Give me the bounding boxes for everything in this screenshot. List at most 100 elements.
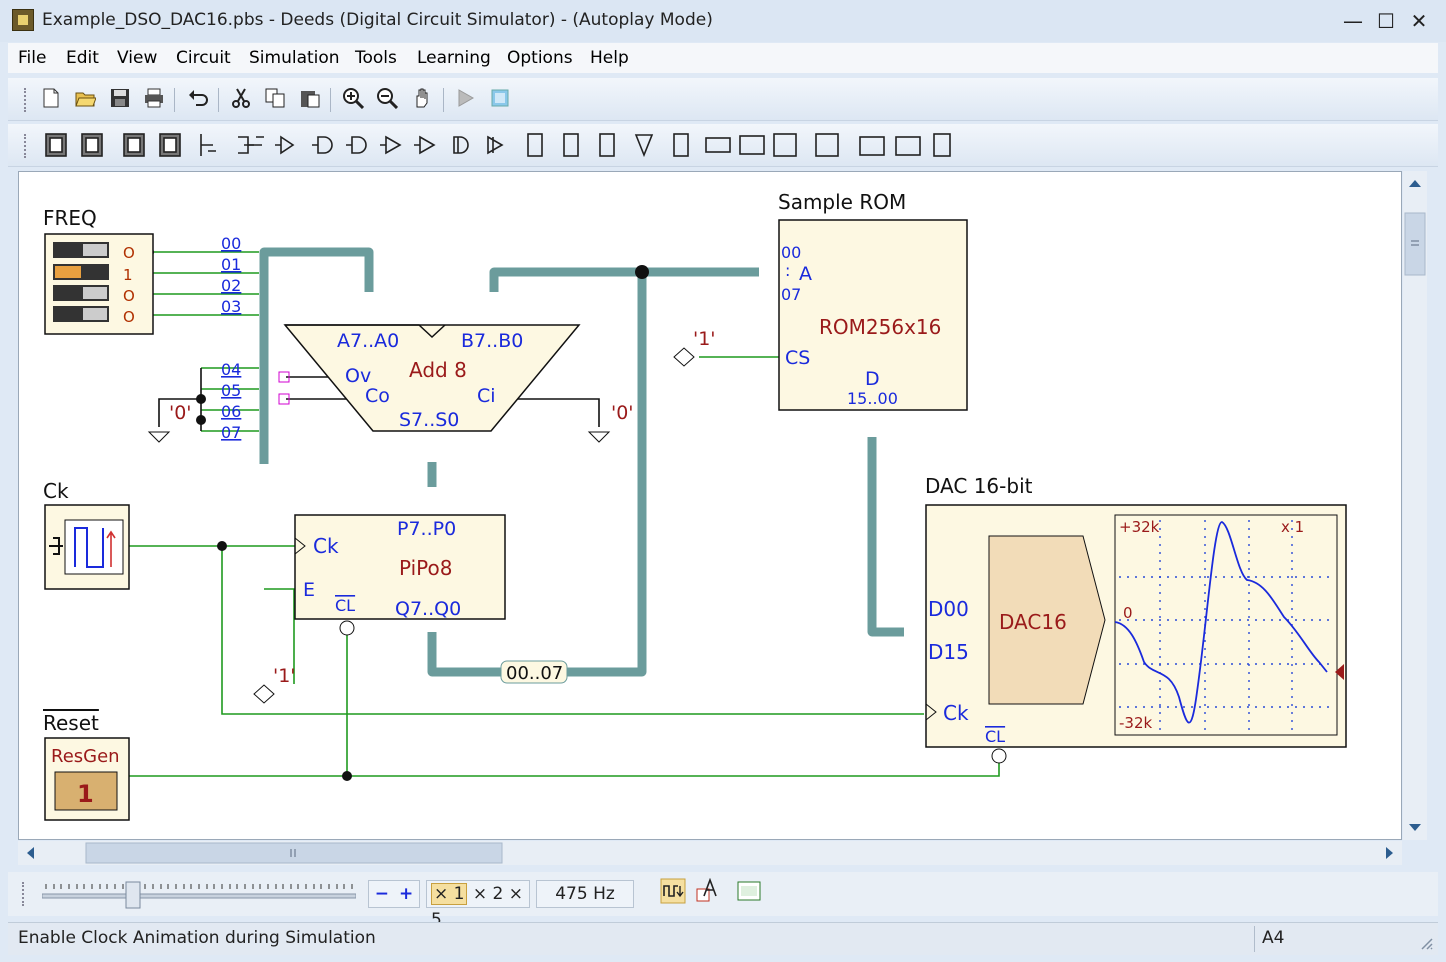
- toolbar-grip[interactable]: [24, 88, 30, 112]
- toolbar-grip[interactable]: [22, 882, 28, 906]
- vertical-scrollbar[interactable]: [1403, 171, 1427, 840]
- component-icons-strip[interactable]: [38, 131, 988, 159]
- bus-label-box: [500, 660, 568, 684]
- dip-switches[interactable]: [53, 242, 109, 322]
- vertical-scrollbar-graphics: [1404, 180, 1426, 831]
- svg-text:CL: CL: [985, 727, 1005, 746]
- ground-symbol: [147, 431, 171, 443]
- unconnected-pin: [278, 393, 290, 405]
- svg-text:15..00: 15..00: [847, 389, 898, 408]
- speed-x1-button[interactable]: × 1: [431, 883, 468, 905]
- unconnected-pin: [278, 371, 290, 383]
- maximize-button[interactable]: ☐: [1377, 9, 1395, 33]
- svg-text:D: D: [865, 368, 880, 390]
- bit-label: 03: [221, 297, 241, 316]
- svg-text:D15: D15: [928, 640, 969, 664]
- status-separator: [1254, 926, 1255, 952]
- close-button[interactable]: ✕: [1410, 9, 1428, 33]
- zoom-out-icon[interactable]: [376, 87, 398, 109]
- bit-label: 01: [221, 255, 241, 274]
- timing-diagram-icon[interactable]: [489, 87, 511, 109]
- undo-icon[interactable]: [187, 87, 209, 109]
- menu-circuit[interactable]: Circuit: [176, 48, 231, 68]
- svg-text:'1': '1': [273, 665, 296, 687]
- save-icon[interactable]: [109, 87, 131, 109]
- speed-step-control: −+: [368, 880, 420, 908]
- menu-simulation[interactable]: Simulation: [249, 48, 340, 68]
- new-file-icon[interactable]: [40, 87, 62, 109]
- toolbar-separator: [330, 88, 331, 112]
- ground-label: '0': [169, 402, 192, 424]
- menu-help[interactable]: Help: [590, 48, 629, 68]
- resize-grip-icon[interactable]: [1418, 935, 1434, 951]
- svg-text:O: O: [123, 308, 135, 326]
- speed-decrease-button[interactable]: −: [374, 884, 389, 904]
- reset-label: Reset: [43, 711, 99, 735]
- speed-increase-button[interactable]: +: [399, 884, 414, 904]
- open-folder-icon[interactable]: [74, 87, 96, 109]
- adder-name: Add 8: [409, 358, 467, 382]
- svg-text:Co: Co: [365, 385, 390, 407]
- toolbar-separator: [174, 88, 175, 112]
- copy-icon[interactable]: [264, 87, 286, 109]
- edit-text-icon[interactable]: [694, 878, 720, 904]
- cut-icon[interactable]: [230, 87, 252, 109]
- svg-text:'0': '0': [611, 402, 634, 424]
- scope-waveform: [1114, 521, 1328, 724]
- svg-text:07: 07: [781, 285, 801, 304]
- rom-to-dac-bus: [867, 437, 904, 637]
- svg-text:0: 0: [1123, 604, 1133, 622]
- bus-junction: [635, 265, 649, 279]
- register-feedback-bus: [427, 267, 647, 677]
- bit-label: 02: [221, 276, 241, 295]
- rom-editor-icon[interactable]: [736, 878, 762, 904]
- paste-icon[interactable]: [299, 87, 321, 109]
- bit-label: 07: [221, 423, 241, 442]
- speed-multiplier-control: × 1 × 2 × 5: [426, 880, 530, 930]
- svg-text:A7..A0: A7..A0: [337, 330, 399, 352]
- svg-text:ResGen: ResGen: [51, 746, 120, 767]
- minimize-button[interactable]: —: [1343, 9, 1363, 33]
- speed-slider-thumb[interactable]: [125, 881, 141, 909]
- clock-label: Ck: [43, 479, 69, 503]
- simulate-icon[interactable]: [455, 87, 477, 109]
- menu-options[interactable]: Options: [507, 48, 573, 68]
- menu-file[interactable]: File: [18, 48, 47, 68]
- register-block[interactable]: [294, 514, 506, 620]
- deeds-app-icon: [12, 9, 34, 31]
- toolbar-grip[interactable]: [24, 134, 30, 158]
- dac-converter-shape: [988, 535, 1106, 705]
- svg-text:O: O: [123, 244, 135, 262]
- window-title: Example_DSO_DAC16.pbs - Deeds (Digital C…: [42, 10, 713, 30]
- menu-tools[interactable]: Tools: [355, 48, 397, 68]
- menu-edit[interactable]: Edit: [66, 48, 99, 68]
- speed-slider[interactable]: [42, 880, 356, 910]
- zoom-in-icon[interactable]: [342, 87, 364, 109]
- horizontal-scrollbar[interactable]: [18, 841, 1402, 865]
- clock-animation-icon[interactable]: [660, 878, 686, 904]
- speed-x2-button[interactable]: × 2: [472, 884, 504, 904]
- schematic-canvas[interactable]: FREQ O 1 O O 00 01 02 03 04 05 06 07 '0': [18, 171, 1402, 840]
- dac-name: DAC16: [999, 610, 1067, 634]
- svg-text:E: E: [303, 579, 315, 601]
- speed-slider-graphics: [42, 881, 356, 909]
- menu-view[interactable]: View: [117, 48, 158, 68]
- adder-block[interactable]: [283, 324, 581, 432]
- svg-text:CS: CS: [785, 347, 810, 369]
- register-name: PiPo8: [399, 556, 453, 580]
- components-toolbar: [8, 124, 1438, 167]
- svg-text:D00: D00: [928, 597, 969, 621]
- svg-text:Ck: Ck: [313, 534, 339, 558]
- bit-label: 00: [221, 234, 241, 253]
- frequency-display: 475 Hz: [536, 880, 634, 908]
- svg-text:-32k: -32k: [1119, 714, 1152, 732]
- bit-label: 04: [221, 360, 241, 379]
- print-icon[interactable]: [143, 87, 165, 109]
- rom-block[interactable]: [778, 219, 968, 411]
- hand-pan-icon[interactable]: [411, 87, 433, 109]
- speed-x5-button[interactable]: × 5: [431, 884, 523, 930]
- svg-text:O: O: [123, 287, 135, 305]
- menu-learning[interactable]: Learning: [417, 48, 491, 68]
- freq-bus: [259, 247, 374, 464]
- svg-text:Ov: Ov: [345, 365, 371, 387]
